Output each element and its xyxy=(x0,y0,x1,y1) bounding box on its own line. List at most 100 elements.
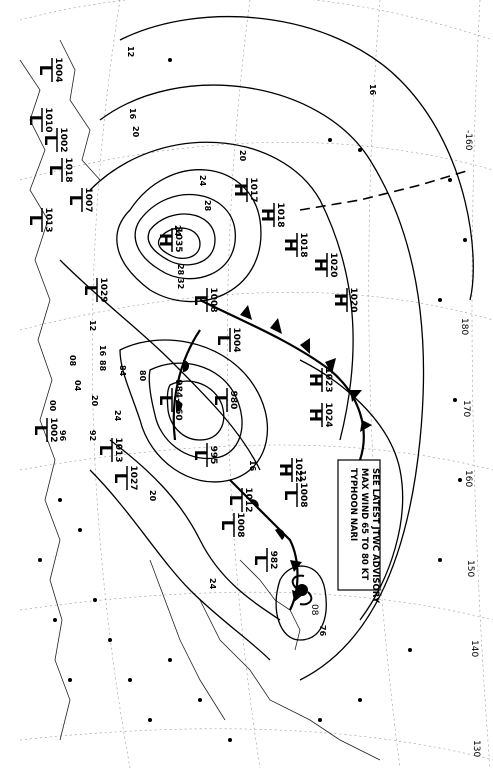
pressure-value: 1013 xyxy=(113,437,123,462)
pressure-letter: L xyxy=(30,425,50,436)
pressure-letter: H xyxy=(330,293,350,307)
pressure-value: 995 xyxy=(208,446,218,465)
isobar-label: 24 xyxy=(208,578,217,590)
storm-value: 08 xyxy=(309,604,319,616)
advisory-line-1: TYPHOON NARI xyxy=(348,468,358,541)
pressure-letter: L xyxy=(110,473,130,484)
isobar-label: 96 xyxy=(58,430,67,442)
longitude-label: 140 xyxy=(469,640,479,657)
isobar-label: 28 xyxy=(203,200,212,212)
isobar-label: 20 xyxy=(90,395,99,407)
isobar-label: 24 xyxy=(198,175,207,187)
pressure-value: 1022 xyxy=(293,457,303,482)
isobar-label: 20 xyxy=(148,490,157,502)
pressure-centers: H1035H1017H1018H1018H1020H1020H1023H1024… xyxy=(25,57,358,572)
isobar-label: 24 xyxy=(113,410,122,422)
pressure-value: 984-960 xyxy=(173,379,183,420)
advisory-line-2: MAX WIND 65 TO 80 KT xyxy=(359,468,369,580)
typhoon-symbol: 08 xyxy=(291,574,319,616)
isobar-label: 00 xyxy=(48,400,57,412)
pressure-letter: L xyxy=(213,335,233,346)
longitude-label: 180 xyxy=(459,318,469,335)
pressure-value: 1017 xyxy=(248,177,258,202)
pressure-letter: L xyxy=(95,445,115,456)
station-plots xyxy=(38,58,467,742)
pressure-letter: H xyxy=(305,373,325,387)
pressure-letter: L xyxy=(250,555,270,566)
pressure-letter: L xyxy=(25,215,45,226)
longitude-label: 160 xyxy=(463,470,473,487)
pressure-value: 1008 xyxy=(298,482,308,507)
pressure-value: 1020 xyxy=(348,287,358,312)
isobar-label: 76 xyxy=(318,625,327,637)
pressure-letter: L xyxy=(210,395,230,406)
pressure-letter: H xyxy=(305,408,325,422)
coastlines xyxy=(19,39,381,761)
isobar-label: 04 xyxy=(73,380,82,392)
isobar-label: 92 xyxy=(88,430,97,441)
pressure-value: 1007 xyxy=(83,187,93,212)
isobar-label: 32 xyxy=(176,278,185,289)
pressure-letter: L xyxy=(155,395,175,406)
pressure-letter: H xyxy=(230,183,250,197)
pressure-value: 1013 xyxy=(43,207,53,232)
pressure-value: 1008 xyxy=(208,287,218,312)
pressure-value: 1020 xyxy=(328,252,338,277)
pressure-value: 1010 xyxy=(43,107,53,132)
pressure-letter: H xyxy=(257,208,277,222)
pressure-letter: L xyxy=(280,490,300,501)
pressure-value: 1004 xyxy=(231,327,241,352)
pressure-letter: L xyxy=(190,450,210,461)
pressure-letter: H xyxy=(275,463,295,477)
isobar-label: 16 xyxy=(98,345,107,357)
pressure-value: 1027 xyxy=(128,465,138,490)
isobar-label: 20 xyxy=(131,126,140,138)
isobars xyxy=(59,15,474,681)
pressure-letter: L xyxy=(225,495,245,506)
longitude-label: -160 xyxy=(463,130,473,151)
isobar-label: 08 xyxy=(68,355,77,367)
isobar-label: 16 xyxy=(368,84,377,96)
isobar-label: 12 xyxy=(298,470,307,481)
pressure-value: 1024 xyxy=(323,402,333,427)
pressure-value: 1029 xyxy=(98,277,108,302)
pressure-letter: H xyxy=(155,233,175,247)
isobar-label: 12 xyxy=(126,46,135,57)
longitude-label: 150 xyxy=(465,560,475,577)
pressure-value: 1018 xyxy=(63,157,73,182)
pressure-letter: L xyxy=(35,65,55,76)
pressure-letter: H xyxy=(310,258,330,272)
dashed-trough xyxy=(299,169,471,211)
advisory-line-3: SEE LATEST JTWC ADVISORY xyxy=(370,468,380,604)
pressure-value: 982 xyxy=(268,551,278,570)
isobar-label: 88 xyxy=(98,360,107,372)
pressure-letter: L xyxy=(65,195,85,206)
pressure-letter: L xyxy=(25,115,45,126)
pressure-letter: L xyxy=(190,295,210,306)
pressure-value: 1035 xyxy=(173,227,183,252)
